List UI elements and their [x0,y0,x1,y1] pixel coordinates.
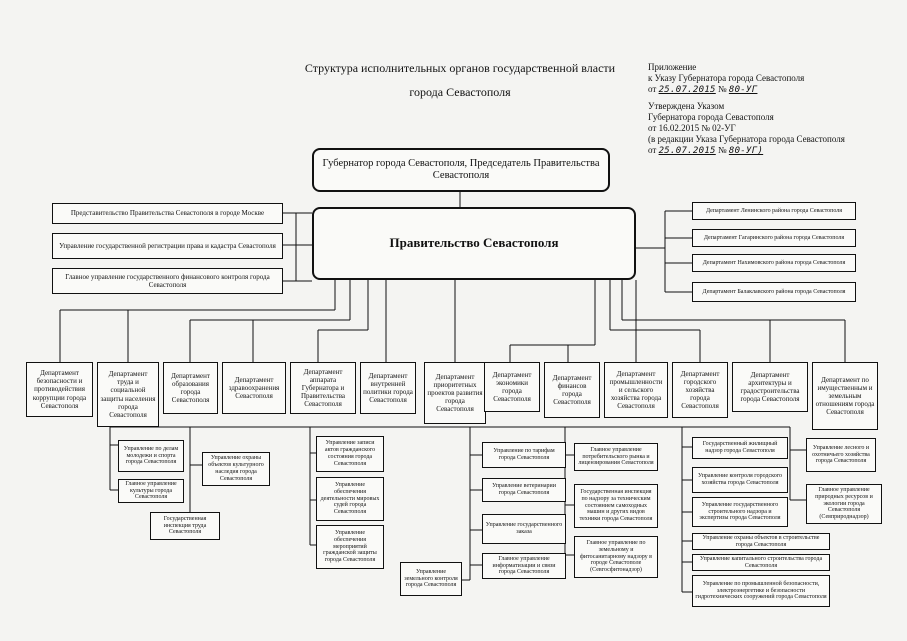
unit-capital-construction: Управление капитального строительства го… [692,554,830,571]
approved-line-2: Губернатора города Севастополя [648,112,774,122]
district-2: Департамент Гагаринского района города С… [692,229,856,247]
annex-date-prefix: от [648,84,657,94]
unit-natural-resources: Главное управление природных ресурсов и … [806,484,882,524]
unit-veterinary: Управление ветеринарии города Севастопол… [482,478,566,502]
unit-civil-registry: Управление записи актов гражданского сос… [316,436,384,472]
governor-box: Губернатор города Севастополя, Председат… [312,148,610,192]
unit-construction-supervision: Управление государственного строительног… [692,497,788,527]
annex-date: 25.07.2015 [658,85,716,95]
department-13: Департамент по имущественным и земельным… [812,362,878,430]
unit-civil-defense: Управление обеспечения мероприятий гражд… [316,525,384,569]
unit-labor-inspection: Государственная инспекция труда Севастоп… [150,512,220,540]
unit-construction-protection: Управление охраны объектов в строительст… [692,533,830,550]
government-box: Правительство Севастополя [312,207,636,280]
title-line-2: города Севастополя [409,85,511,99]
unit-culture: Главное управление культуры города Севас… [118,479,184,503]
title-line-1: Структура исполнительных органов государ… [304,61,616,75]
unit-consumer-market: Главное управление потребительского рынк… [574,443,658,471]
unit-heritage: Управление охраны объектов культурного н… [202,452,270,486]
edition-num-prefix: № [718,145,727,155]
annex-to: к Указу Губернатора города Севастополя [648,73,805,83]
department-4: Департамент здравоохранения Севастополя [222,362,286,414]
annex-num-prefix: № [718,84,727,94]
approved-line-3: от 16.02.2015 № 02-УГ [648,123,736,133]
unit-forestry-hunting: Управление лесного и охотничьего хозяйст… [806,438,876,472]
annex-num: 80-УГ [728,85,758,95]
unit-housing-supervision: Государственный жилищный надзор города С… [692,437,788,459]
unit-land-control: Управление земельного контроля города Се… [400,562,462,596]
annex-label: Приложение [648,62,697,72]
edition-date: 25.07.2015 [658,146,716,156]
department-6: Департамент внутренней политики города С… [360,362,416,414]
edition-date-prefix: от [648,145,657,155]
district-3: Департамент Нахимовского района города С… [692,254,856,272]
unit-informatization: Главное управление информатизации и связ… [482,553,566,579]
department-1: Департамент безопасности и противодейств… [26,362,93,417]
department-12: Департамент архитектуры и градостроитель… [732,362,808,412]
department-10: Департамент промышленности и сельского х… [604,362,668,418]
edition-date-line: от 25.07.2015 № 80-УГ) [648,145,888,157]
left-unit-1: Представительство Правительства Севастоп… [52,203,283,224]
unit-machinery-inspection: Государственная инспекция по надзору за … [574,484,658,528]
department-8: Департамент экономики города Севастополя [484,362,540,412]
department-11: Департамент городского хозяйства города … [672,362,728,418]
department-2: Департамент труда и социальной защиты на… [97,362,159,427]
left-unit-2: Управление государственной регистрации п… [52,233,283,259]
annex-date-line: от 25.07.2015 № 80-УГ [648,84,888,96]
unit-procurement: Управление государственного заказа [482,514,566,544]
unit-tariffs: Управление по тарифам города Севастополя [482,442,566,468]
unit-courts-support: Управление обеспечения деятельности миро… [316,477,384,521]
edition-num: 80-УГ) [728,146,764,156]
unit-urban-control: Управление контроля городского хозяйства… [692,467,788,493]
department-7: Департамент приоритетных проектов развит… [424,362,486,424]
district-1: Департамент Ленинского района города Сев… [692,202,856,220]
department-5: Департамент аппарата Губернатора и Прави… [290,362,356,414]
left-unit-3: Главное управление государственного фина… [52,268,283,294]
unit-phytosanitary: Главное управление по земельному и фитос… [574,536,658,578]
unit-youth-sport: Управление по делам молодежи и спорта го… [118,440,184,472]
district-4: Департамент Балаклавского района города … [692,282,856,302]
department-3: Департамент образования города Севастопо… [163,362,218,414]
edition-line: (в редакции Указа Губернатора города Сев… [648,134,845,144]
approved-line-1: Утверждена Указом [648,101,725,111]
department-9: Департамент финансов города Севастополя [544,362,600,418]
unit-industrial-safety: Управление по промышленной безопасности,… [692,575,830,607]
